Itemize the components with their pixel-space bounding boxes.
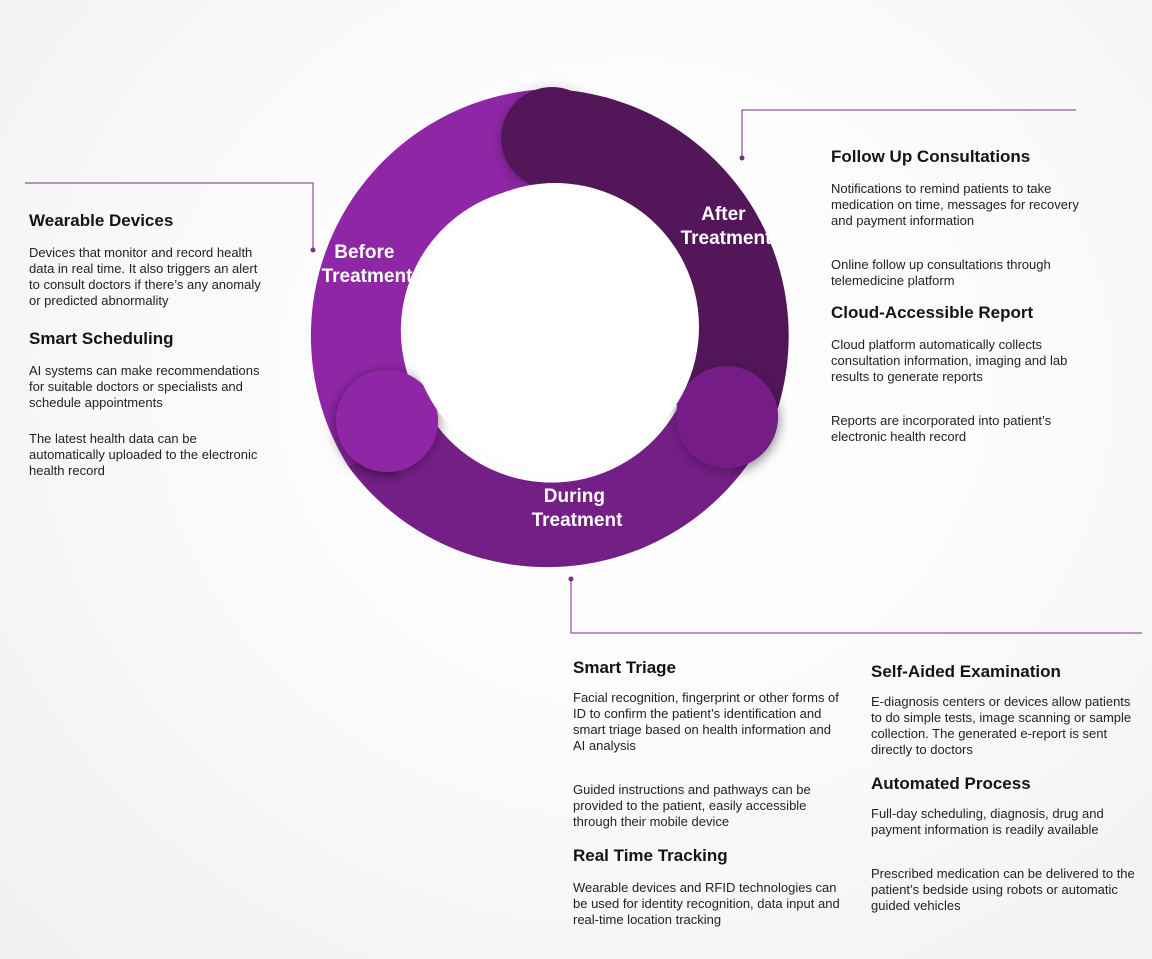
section-text: Facial recognition, fingerprint or other…: [573, 690, 839, 753]
before-wearable-devices: Wearable Devices Devices that monitor an…: [29, 211, 269, 309]
section-text: Full-day scheduling, diagnosis, drug and…: [871, 806, 1104, 837]
section-text: Wearable devices and RFID technologies c…: [573, 880, 840, 927]
section-text: Online follow up consultations through t…: [831, 257, 1051, 288]
section-title: Smart Scheduling: [29, 329, 174, 348]
connector-before: [25, 182, 316, 253]
ring-segment-before: [310, 89, 556, 466]
connector-after: [739, 109, 1076, 161]
phase-label-after: After Treatment: [681, 204, 772, 249]
phase-label-before: Before Treatment: [322, 242, 413, 287]
section-title: Follow Up Consultations: [831, 147, 1031, 166]
section-text: Reports are incorporated into patient’s …: [831, 413, 1052, 444]
section-text: E-diagnosis centers or devices allow pat…: [871, 694, 1132, 757]
during-self-aided-examination: Self-Aided Examination E-diagnosis cente…: [871, 662, 1139, 758]
ring-cap-before-top: [336, 370, 438, 472]
section-text: Notifications to remind patients to take…: [831, 181, 1079, 228]
section-title: Automated Process: [871, 774, 1031, 793]
section-text: The latest health data can be automatica…: [29, 431, 258, 478]
ring-center-hole: [411, 183, 699, 471]
during-real-time-tracking: Real Time Tracking Wearable devices and …: [573, 846, 841, 928]
during-automated-process: Automated Process Full-day scheduling, d…: [871, 774, 1139, 914]
section-text: AI systems can make recommendations for …: [29, 363, 260, 410]
section-text: Guided instructions and pathways can be …: [573, 782, 811, 829]
section-title: Cloud-Accessible Report: [831, 303, 1034, 322]
section-text: Devices that monitor and record health d…: [29, 245, 261, 308]
section-text: Prescribed medication can be delivered t…: [871, 866, 1135, 913]
after-follow-up-consultations: Follow Up Consultations Notifications to…: [831, 147, 1101, 289]
section-title: Smart Triage: [573, 658, 676, 677]
connector-during: [568, 576, 1142, 634]
after-cloud-accessible-report: Cloud-Accessible Report Cloud platform a…: [831, 303, 1101, 445]
section-title: Real Time Tracking: [573, 846, 728, 865]
ring-cap-during-top: [676, 366, 778, 468]
section-title: Self-Aided Examination: [871, 662, 1061, 681]
phase-label-during: During Treatment: [532, 486, 623, 531]
cycle-ring: [310, 87, 789, 568]
during-smart-triage: Smart Triage Facial recognition, fingerp…: [573, 658, 841, 830]
before-smart-scheduling: Smart Scheduling AI systems can make rec…: [29, 329, 269, 479]
section-text: Cloud platform automatically collects co…: [831, 337, 1068, 384]
section-title: Wearable Devices: [29, 211, 174, 230]
